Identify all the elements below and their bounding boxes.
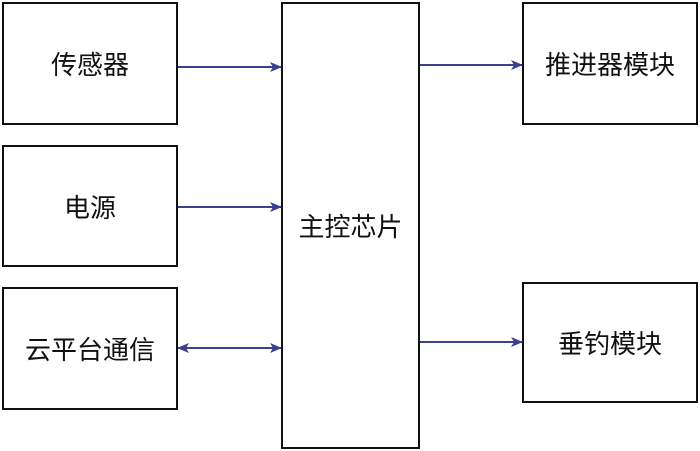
cloud-comm-box: 云平台通信 (2, 287, 178, 410)
main-chip-box: 主控芯片 (281, 2, 420, 449)
thruster-module-label: 推进器模块 (544, 51, 675, 81)
sensor-box: 传感器 (2, 2, 178, 125)
power-box: 电源 (2, 145, 178, 267)
power-label: 电源 (63, 193, 116, 224)
main-chip-label: 主控芯片 (298, 213, 403, 243)
fishing-module-label: 垂钓模块 (557, 330, 662, 360)
thruster-module-box: 推进器模块 (522, 2, 698, 125)
fishing-module-box: 垂钓模块 (522, 282, 698, 403)
sensor-label: 传感器 (50, 51, 129, 81)
cloud-comm-label: 云平台通信 (24, 336, 155, 366)
